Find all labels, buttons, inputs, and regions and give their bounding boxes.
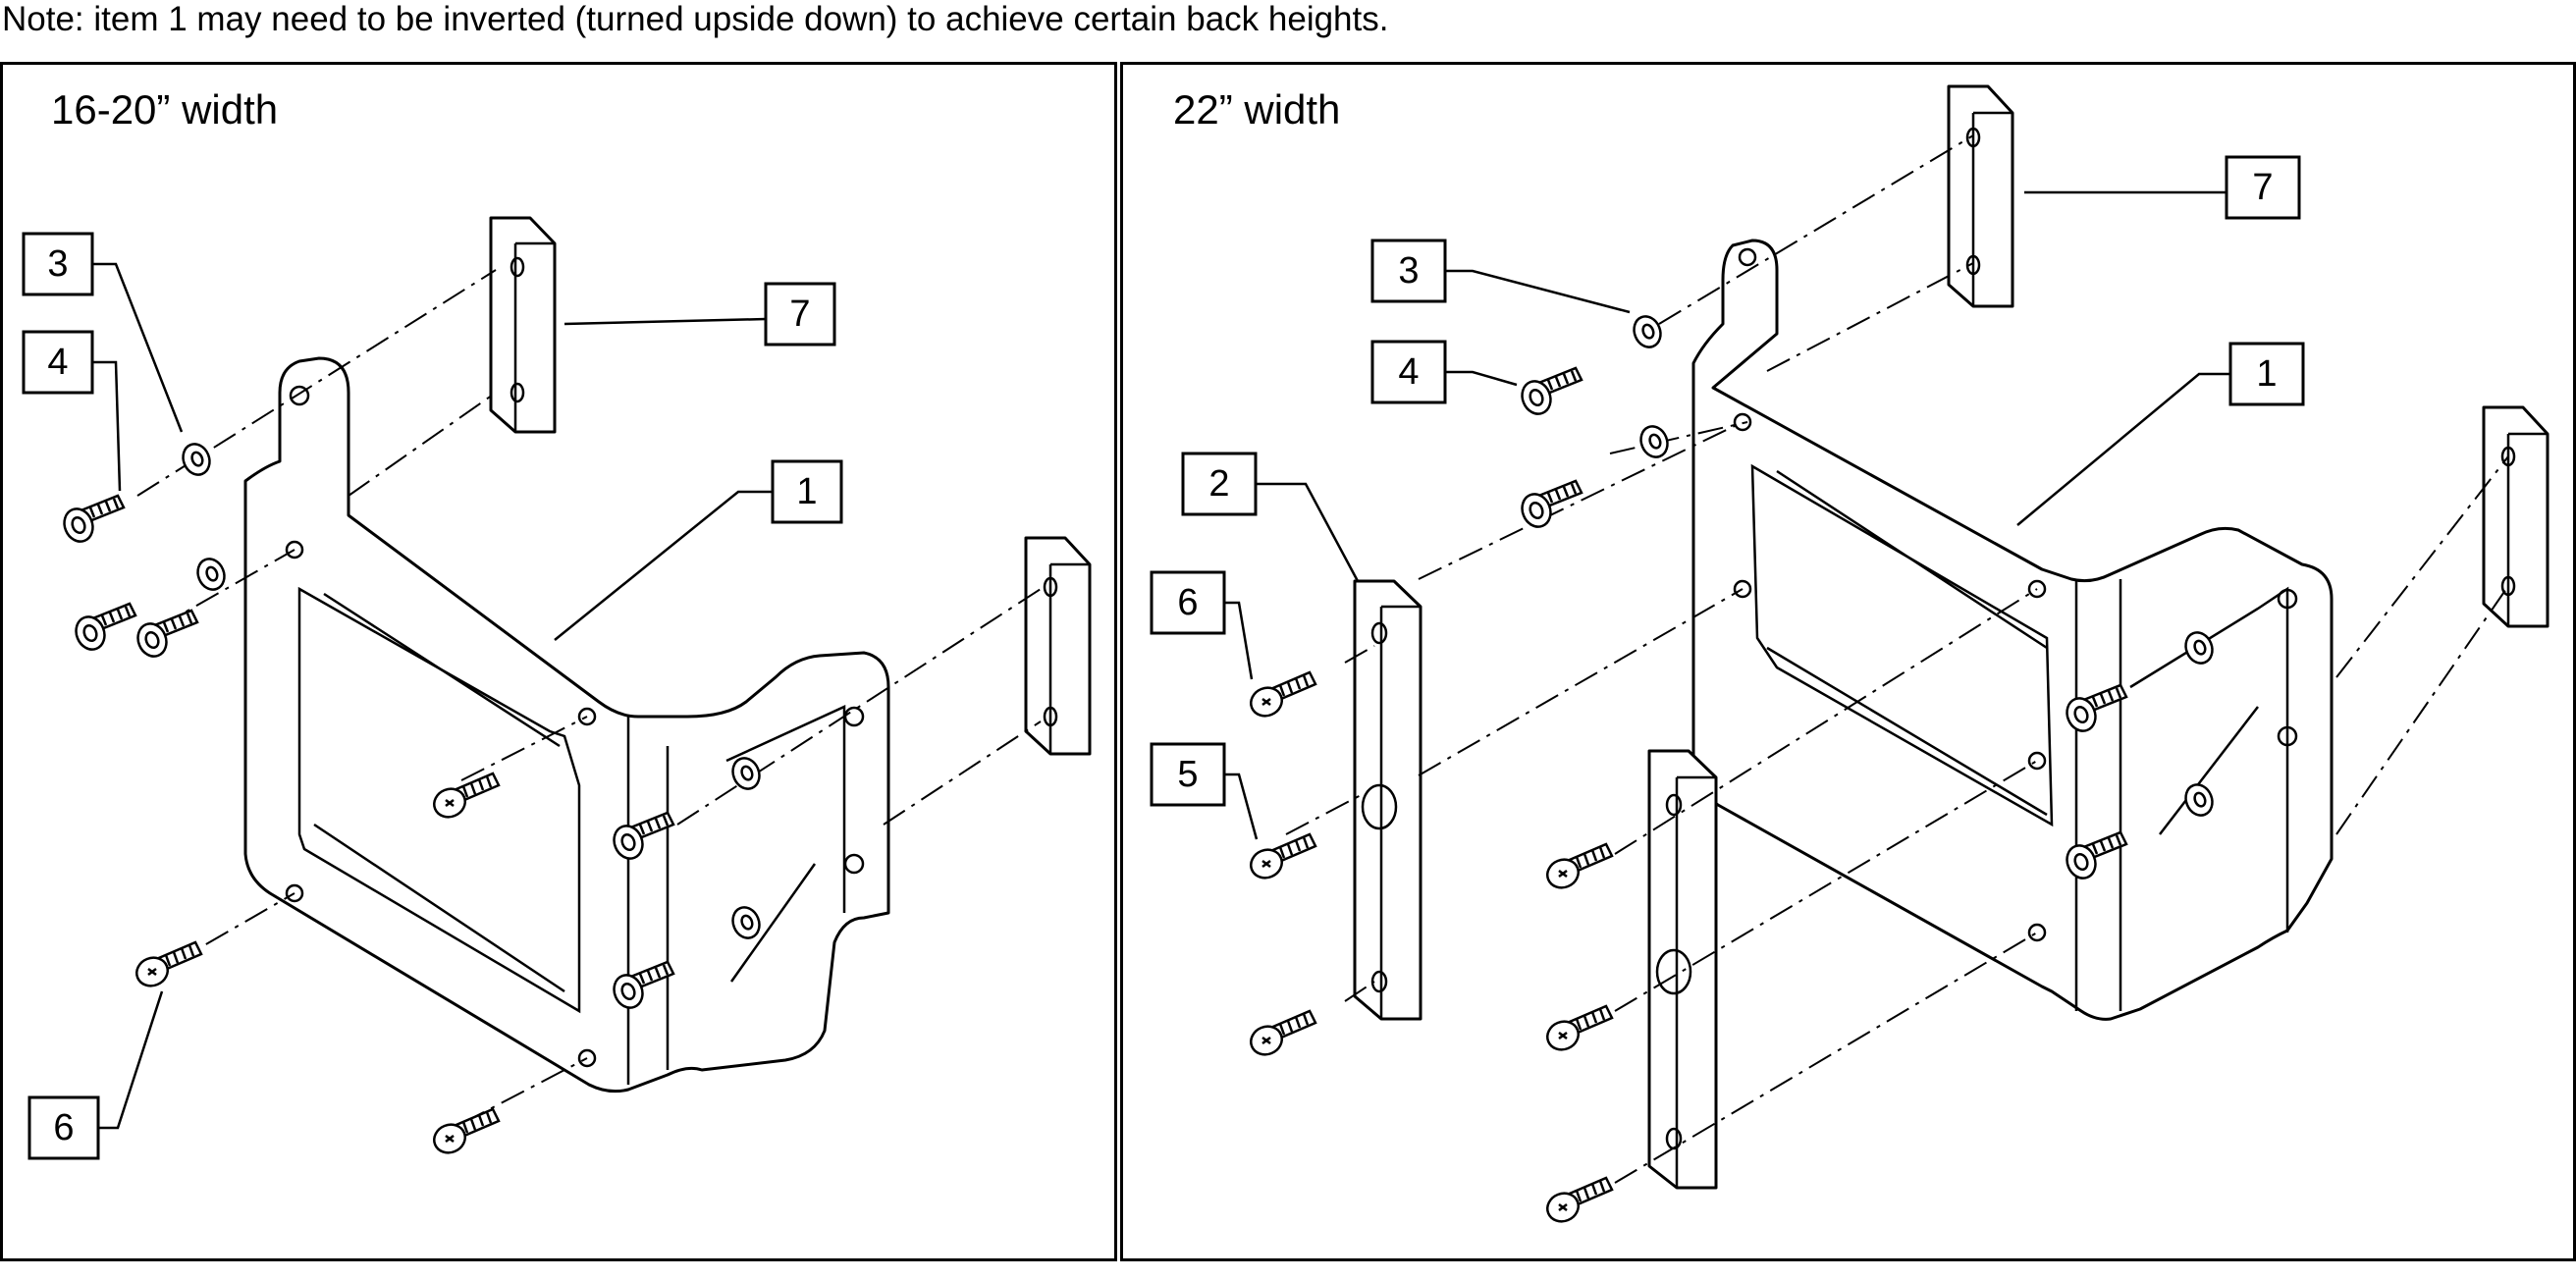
callout-5-right: 5 <box>1150 742 1259 840</box>
callout-6-left: 6 <box>27 990 164 1160</box>
callout-7-left: 7 <box>564 282 836 347</box>
panel-title-16-20: 16-20” width <box>51 86 279 133</box>
callout-4-right: 4 <box>1370 340 1518 404</box>
bar-item-2-lower <box>1647 749 1718 1190</box>
svg-text:7: 7 <box>2252 167 2273 208</box>
svg-text:1: 1 <box>2256 353 2277 395</box>
spacer-item-7-top-left <box>489 216 557 434</box>
bracket-item-1-right <box>1691 239 2334 1021</box>
svg-text:7: 7 <box>789 293 810 335</box>
svg-text:2: 2 <box>1208 463 1229 505</box>
callout-3-right: 3 <box>1370 239 1631 314</box>
assembly-note: Note: item 1 may need to be inverted (tu… <box>2 0 1389 38</box>
svg-text:5: 5 <box>1177 754 1198 795</box>
panel-title-22: 22” width <box>1173 86 1341 133</box>
callout-4-left: 4 <box>22 330 122 492</box>
svg-text:6: 6 <box>1177 582 1198 623</box>
spacer-item-7-top-right <box>1947 84 2014 308</box>
callout-3-left: 3 <box>22 232 184 433</box>
callout-1-right: 1 <box>2016 342 2305 526</box>
svg-text:4: 4 <box>47 342 68 383</box>
bracket-item-1-left <box>243 356 890 1093</box>
callout-2-right: 2 <box>1181 452 1360 582</box>
svg-text:1: 1 <box>796 471 817 512</box>
callout-7-right: 7 <box>2024 155 2301 220</box>
callout-1-left: 1 <box>554 459 843 641</box>
svg-text:3: 3 <box>47 243 68 285</box>
panel-16-20-width <box>0 62 1117 1261</box>
spacer-item-7-side-left <box>1024 536 1092 756</box>
assembly-centerlines-right <box>1285 134 2509 1184</box>
panel-22-width <box>1120 62 2576 1261</box>
spacer-item-7-side-right <box>2482 405 2549 628</box>
callout-6-right: 6 <box>1150 570 1254 680</box>
svg-text:6: 6 <box>53 1107 74 1148</box>
svg-text:4: 4 <box>1398 351 1419 393</box>
bar-item-2-upper <box>1353 579 1422 1021</box>
svg-text:3: 3 <box>1398 250 1419 292</box>
